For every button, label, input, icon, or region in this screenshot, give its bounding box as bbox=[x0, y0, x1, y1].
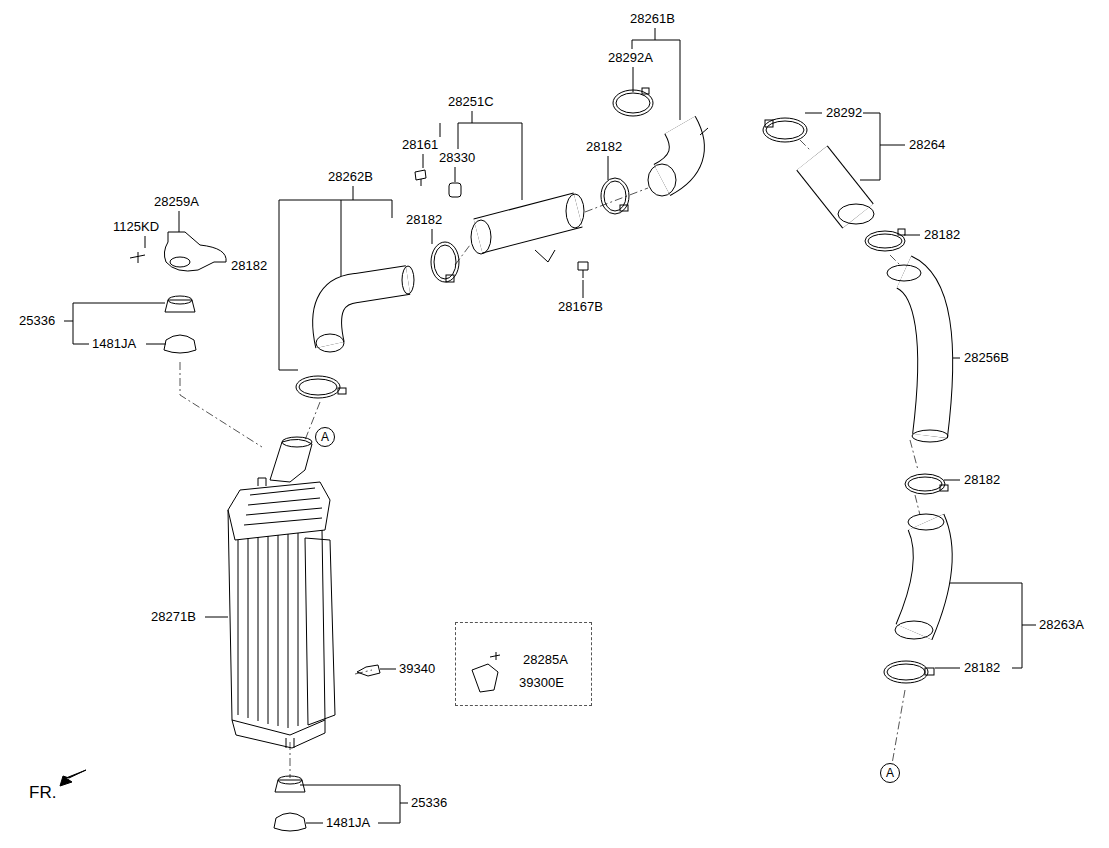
reference-letter: A bbox=[321, 430, 329, 444]
callout-number: 28264 bbox=[908, 137, 946, 153]
small-parts bbox=[130, 170, 588, 831]
callout-number: 28256B bbox=[963, 350, 1010, 366]
connection-circle: A bbox=[315, 427, 335, 447]
callout-number: 1481JA bbox=[325, 815, 371, 831]
hoses bbox=[327, 125, 935, 632]
callout-number: 28251C bbox=[447, 94, 495, 110]
hose-ends bbox=[316, 128, 948, 639]
front-arrow bbox=[60, 770, 86, 786]
option-group-box: 28285A 39300E bbox=[455, 622, 592, 706]
callout-number: 28261B bbox=[629, 11, 676, 27]
callout-number: 39300E bbox=[518, 675, 565, 691]
hose-clamps bbox=[296, 88, 948, 683]
callout-number: 39340 bbox=[398, 661, 436, 677]
direction-label: FR. bbox=[28, 783, 57, 803]
center-lines bbox=[180, 140, 920, 778]
connection-circle: A bbox=[880, 763, 900, 783]
callout-number: 1481JA bbox=[91, 336, 137, 352]
callout-number: 28263A bbox=[1038, 617, 1085, 633]
callout-number: 28285A bbox=[522, 652, 569, 668]
callout-number: 28259A bbox=[153, 194, 200, 210]
leader-lines bbox=[64, 28, 1036, 823]
callout-number: 28182 bbox=[585, 139, 623, 155]
callout-number: 28292 bbox=[825, 105, 863, 121]
callout-number: 28271B bbox=[150, 609, 197, 625]
callout-number: 28161 bbox=[401, 137, 439, 153]
callout-number: 28182 bbox=[963, 660, 1001, 676]
callout-number: 1125KD bbox=[112, 219, 160, 235]
callout-number: 28182 bbox=[923, 227, 961, 243]
callout-number: 25336 bbox=[18, 313, 56, 329]
callout-number: 28262B bbox=[327, 169, 374, 185]
intercooler bbox=[228, 437, 335, 748]
callout-number: 28182 bbox=[963, 472, 1001, 488]
callout-number: 28292A bbox=[607, 50, 654, 66]
callout-number: 28182 bbox=[230, 258, 268, 274]
callout-number: 28182 bbox=[405, 212, 443, 228]
callout-number: 28167B bbox=[557, 299, 604, 315]
callout-number: 28330 bbox=[438, 150, 476, 166]
reference-letter: A bbox=[886, 766, 894, 780]
callout-number: 25336 bbox=[410, 795, 448, 811]
